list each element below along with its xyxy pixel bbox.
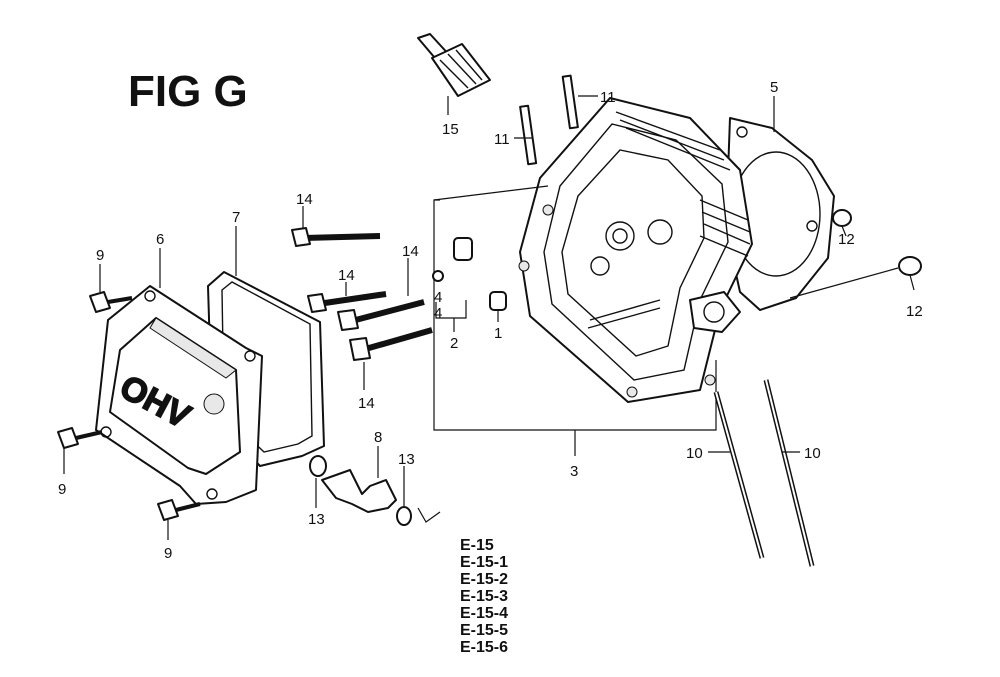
reference-code: E-15-3 [460, 588, 508, 605]
callout-14c: 14 [338, 267, 355, 284]
valve-cover: OHV [95, 248, 263, 505]
callout-8: 8 [374, 429, 382, 446]
callout-3: 3 [570, 463, 578, 480]
callout-11b: 11 [494, 131, 510, 148]
bolts-9 [57, 264, 201, 540]
callout-1: 1 [494, 325, 502, 342]
callout-5: 5 [770, 79, 778, 96]
reference-code: E-15 [460, 537, 494, 554]
reference-code: E-15-4 [460, 605, 508, 622]
stud-bolts-11 [514, 74, 598, 166]
small-parts [432, 237, 507, 332]
bolts-14 [291, 206, 433, 390]
callout-7: 7 [232, 209, 240, 226]
reference-code: E-15-6 [460, 639, 508, 656]
spark-plug [417, 33, 491, 115]
callout-labels: 15 11 11 5 14 14 14 14 7 6 9 9 9 4 4 2 1… [58, 79, 923, 562]
callout-15: 15 [442, 121, 459, 138]
callout-6: 6 [156, 231, 164, 248]
cooling-fins [615, 111, 751, 257]
callout-10b: 10 [804, 445, 821, 462]
push-rods [708, 379, 815, 567]
callout-9a: 9 [96, 247, 104, 264]
breather-tube [309, 446, 441, 526]
figure-title: FIG G [128, 67, 248, 116]
reference-code: E-15-2 [460, 571, 508, 588]
reference-code: E-15-5 [460, 622, 508, 639]
reference-codes: E-15 E-15-1 E-15-2 E-15-3 E-15-4 E-15-5 … [460, 537, 508, 656]
cylinder-head [518, 97, 753, 403]
reference-code: E-15-1 [460, 554, 508, 571]
callout-4a: 4 [434, 289, 442, 306]
callout-14b: 14 [402, 243, 419, 260]
callout-9c: 9 [164, 545, 172, 562]
callout-12a: 12 [838, 231, 855, 248]
callout-12b: 12 [906, 303, 923, 320]
callout-14d: 14 [358, 395, 375, 412]
callout-14a: 14 [296, 191, 313, 208]
callout-13b: 13 [398, 451, 415, 468]
callout-2: 2 [450, 335, 458, 352]
callout-13a: 13 [308, 511, 325, 528]
callout-4b: 4 [434, 305, 442, 322]
callout-11a: 11 [600, 89, 616, 106]
callout-10a: 10 [686, 445, 703, 462]
dowel-pins-12 [789, 209, 922, 299]
callout-9b: 9 [58, 481, 66, 498]
